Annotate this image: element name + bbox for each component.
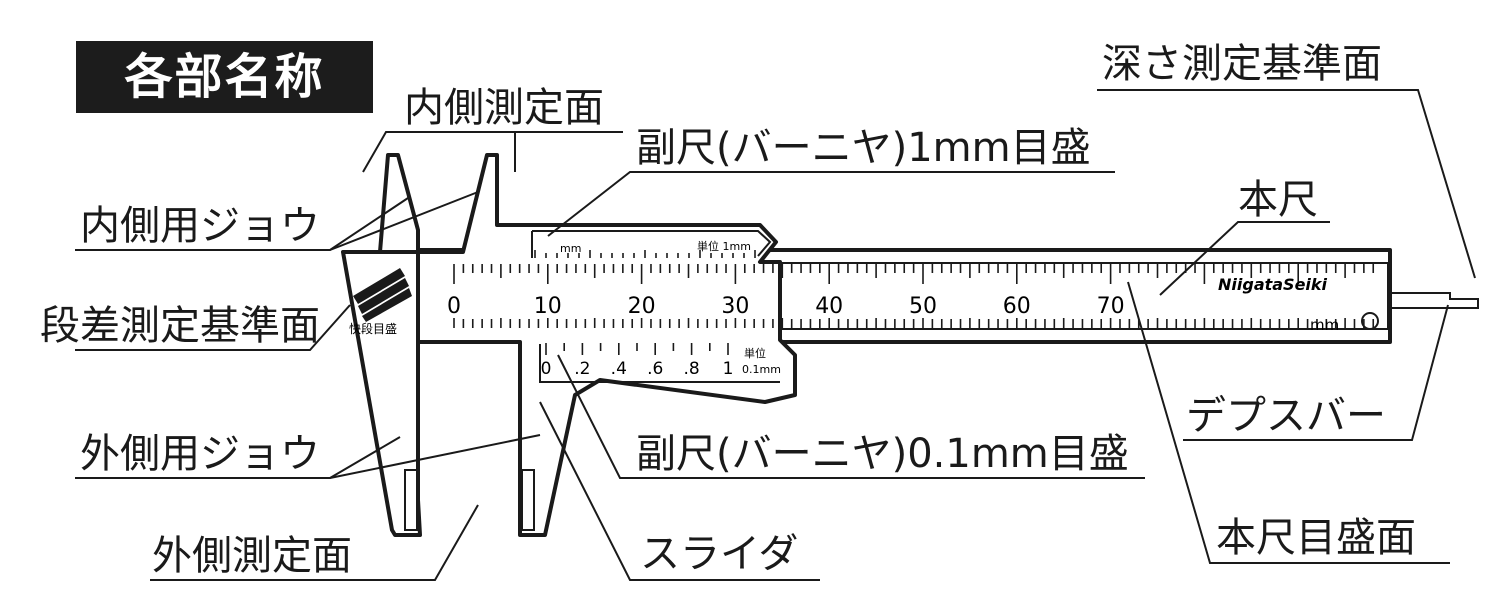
page-title: 各部名称 xyxy=(76,41,373,113)
leader-outer-face xyxy=(150,504,479,581)
leader-main-scale xyxy=(1159,221,1330,296)
main-scale-number: 50 xyxy=(909,294,937,319)
leader-slider xyxy=(539,401,820,581)
vernier-number: 1 xyxy=(723,359,734,379)
step-mark-label: 快段目盛 xyxy=(349,321,397,336)
main-scale-number: 10 xyxy=(534,294,562,319)
label-main-scale-face: 本尺目盛面 xyxy=(1216,515,1416,561)
label-depth-reference-face: 深さ測定基準面 xyxy=(1102,41,1382,87)
main-scale-ticks xyxy=(453,264,1375,328)
step-mark-icon xyxy=(353,268,412,322)
vernier-number: 0 xyxy=(541,359,552,379)
vernier-top-window xyxy=(531,230,772,258)
vernier-top-caption: 単位 1mm xyxy=(697,239,751,253)
vernier-number: .2 xyxy=(574,359,590,379)
leader-vernier-1mm xyxy=(547,171,1115,237)
leader-inner-jaw-b xyxy=(329,191,479,251)
vernier-number: .6 xyxy=(647,359,663,379)
vernier-top-unit: mm xyxy=(560,242,581,255)
main-scale-number: 40 xyxy=(815,294,843,319)
label-vernier-01mm: 副尺(バーニヤ)0.1mm目盛 xyxy=(636,431,1129,477)
leader-outer-jaw-b xyxy=(329,434,541,479)
label-step-reference-face: 段差測定基準面 xyxy=(40,303,320,349)
main-scale-number: 60 xyxy=(1003,294,1031,319)
main-scale-number: 70 xyxy=(1097,294,1125,319)
vernier-bottom-caption-top: 単位 xyxy=(744,346,766,360)
leader-main-scale-face xyxy=(1127,281,1450,564)
main-scale-number: 30 xyxy=(721,294,749,319)
vernier-bottom-numbers: 0 .2 .4 .6 .8 1 xyxy=(541,359,734,379)
label-outer-measuring-face: 外側測定面 xyxy=(152,533,352,579)
leader-depth-face xyxy=(1097,89,1476,279)
leader-inner-face-left xyxy=(362,131,623,173)
vernier-number: .8 xyxy=(683,359,699,379)
leader-lines xyxy=(75,89,1476,581)
label-depth-bar: デプスバー xyxy=(1186,393,1386,439)
leader-vernier-01mm xyxy=(557,354,1145,479)
leader-inner-face-right xyxy=(500,131,516,172)
vernier-bottom-window xyxy=(539,344,780,383)
slider-jaw-face xyxy=(521,469,535,531)
label-inner-jaw: 内側用ジョウ xyxy=(80,203,320,249)
label-inner-measuring-face: 内側測定面 xyxy=(404,85,604,131)
main-scale-number: 0 xyxy=(447,294,461,319)
label-main-scale: 本尺 xyxy=(1238,177,1318,223)
depth-bar-end xyxy=(1388,292,1479,309)
main-scale-unit: mm xyxy=(1310,316,1339,334)
vernier-ticks xyxy=(534,250,756,355)
fixed-jaw-face xyxy=(404,469,418,531)
vernier-bottom-caption-bottom: 0.1mm xyxy=(742,363,781,376)
vernier-number: .4 xyxy=(611,359,627,379)
main-scale-number: 20 xyxy=(628,294,656,319)
brand-logo: NiigataSeiki xyxy=(1218,275,1328,294)
label-slider: スライダ xyxy=(640,531,799,577)
scale-screw-icon xyxy=(1361,312,1379,330)
leader-step-face xyxy=(75,304,351,351)
main-scale-numbers: 0 10 20 30 40 50 60 70 xyxy=(447,294,1125,319)
label-vernier-1mm: 副尺(バーニヤ)1mm目盛 xyxy=(636,125,1091,171)
label-outer-jaw: 外側用ジョウ xyxy=(80,431,320,477)
leader-depth-bar xyxy=(1183,304,1449,441)
